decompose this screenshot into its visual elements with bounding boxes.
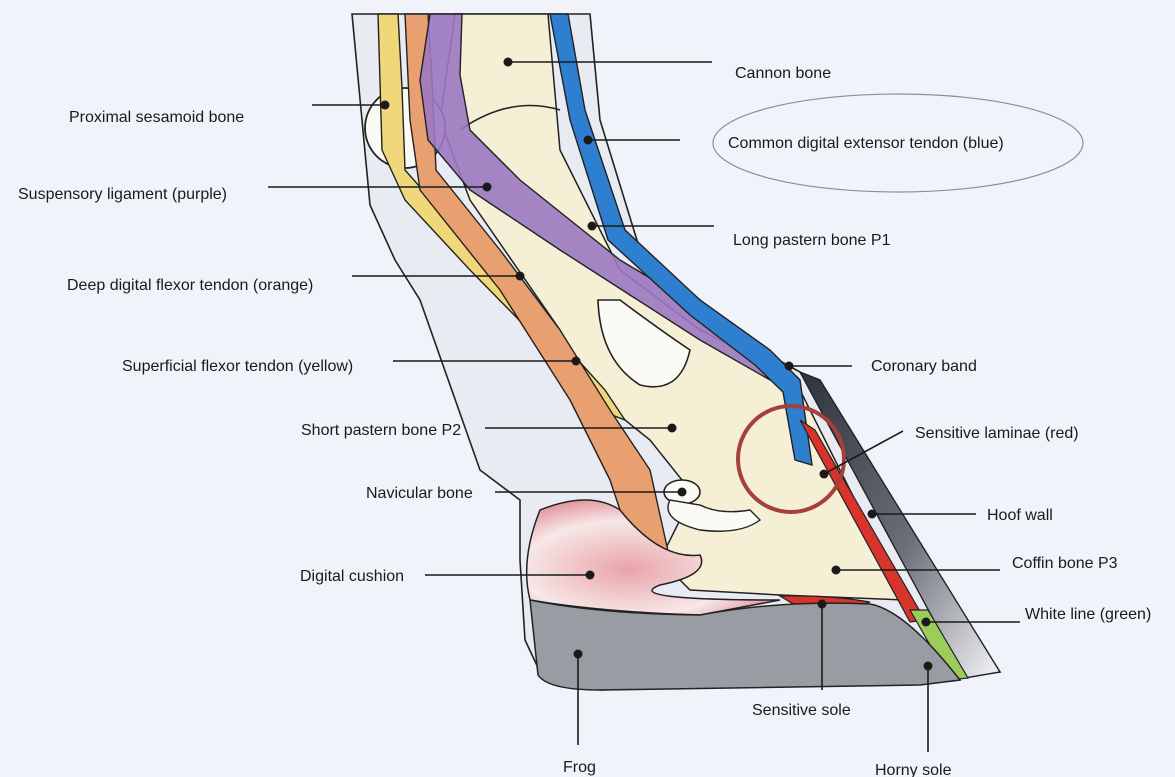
label-suspensory-ligament: Suspensory ligament (purple) (18, 186, 227, 203)
label-frog: Frog (563, 759, 596, 776)
label-white-line: White line (green) (1025, 606, 1151, 623)
label-sensitive-sole: Sensitive sole (752, 702, 851, 719)
label-coronary-band: Coronary band (871, 358, 977, 375)
label-common-digital-extensor: Common digital extensor tendon (blue) (728, 135, 1004, 152)
label-superficial-flexor: Superficial flexor tendon (yellow) (122, 358, 353, 375)
label-long-pastern: Long pastern bone P1 (733, 232, 891, 249)
label-cannon-bone: Cannon bone (735, 65, 831, 82)
label-sensitive-laminae: Sensitive laminae (red) (915, 425, 1079, 442)
label-hoof-wall: Hoof wall (987, 507, 1053, 524)
label-short-pastern: Short pastern bone P2 (301, 422, 461, 439)
label-coffin-bone: Coffin bone P3 (1012, 555, 1118, 572)
label-navicular-bone: Navicular bone (366, 485, 473, 502)
label-proximal-sesamoid: Proximal sesamoid bone (69, 109, 244, 126)
label-digital-cushion: Digital cushion (300, 568, 404, 585)
label-deep-digital-flexor: Deep digital flexor tendon (orange) (67, 277, 313, 294)
label-horny-sole: Horny sole (875, 762, 952, 777)
